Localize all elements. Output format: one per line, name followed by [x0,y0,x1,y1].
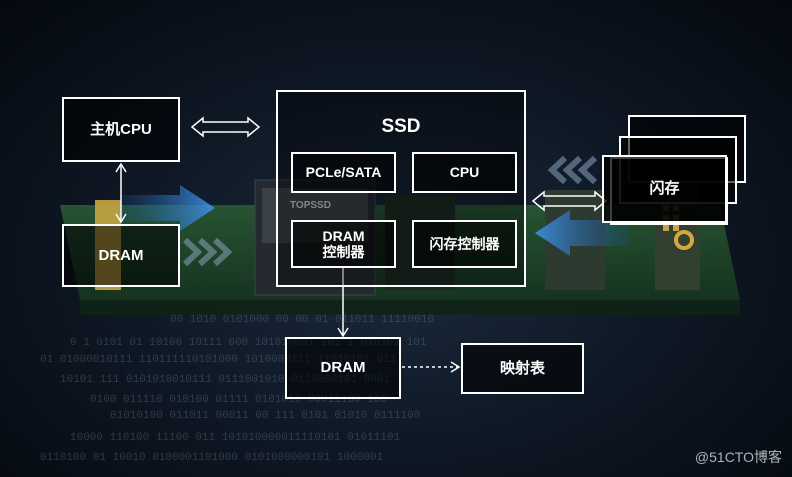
watermark: @51CTO博客 [694,449,782,465]
flash-label: 闪存 [649,180,680,198]
dram-to-mapping-arrow [402,361,461,373]
svg-text:10000 110100 11100 011 1010100: 10000 110100 11100 011 10101000001111010… [70,432,400,444]
board-label: TOPSSD [290,200,331,211]
mapping-table-node: 映射表 [461,343,584,394]
svg-text:0110100 01 10010 010000110100: 0110100 01 10010 0100001101000 010100000… [40,452,384,464]
pcie-sata-label: PCLe/SATA [305,164,382,181]
flash-controller-label: 闪存控制器 [429,235,500,252]
controller-to-dram-arrow [337,268,349,338]
flash-node: 闪存 [602,155,727,223]
dram-controller-label-line1: DRAM [322,227,365,244]
mapping-table-label: 映射表 [499,359,545,377]
flash-controller-node: 闪存控制器 [412,220,517,268]
dram-left-node: DRAM [62,224,180,287]
ssd-cpu-label: CPU [449,164,480,181]
ssd-cpu-node: CPU [412,152,517,193]
dram-left-label: DRAM [98,246,144,264]
host-cpu-label: 主机CPU [90,120,152,138]
svg-text:01010100 011011 00011 00 111: 01010100 011011 00011 00 111 0101 01010 … [110,410,420,422]
dram-bottom-label: DRAM [320,359,366,377]
cpu-dram-vertical-arrow [115,162,127,224]
dram-controller-label-line2: 控制器 [322,244,365,260]
dram-controller-node: DRAM 控制器 [291,220,396,268]
svg-text:00 1010 0101000 00: 00 1010 0101000 00 00 01 011011 11110010 [170,314,434,326]
ssd-label: SSD [381,116,421,137]
pcie-sata-node: PCLe/SATA [291,152,396,193]
dram-bottom-node: DRAM [285,337,401,399]
host-ssd-double-arrow [190,116,261,138]
host-cpu-node: 主机CPU [62,97,180,162]
